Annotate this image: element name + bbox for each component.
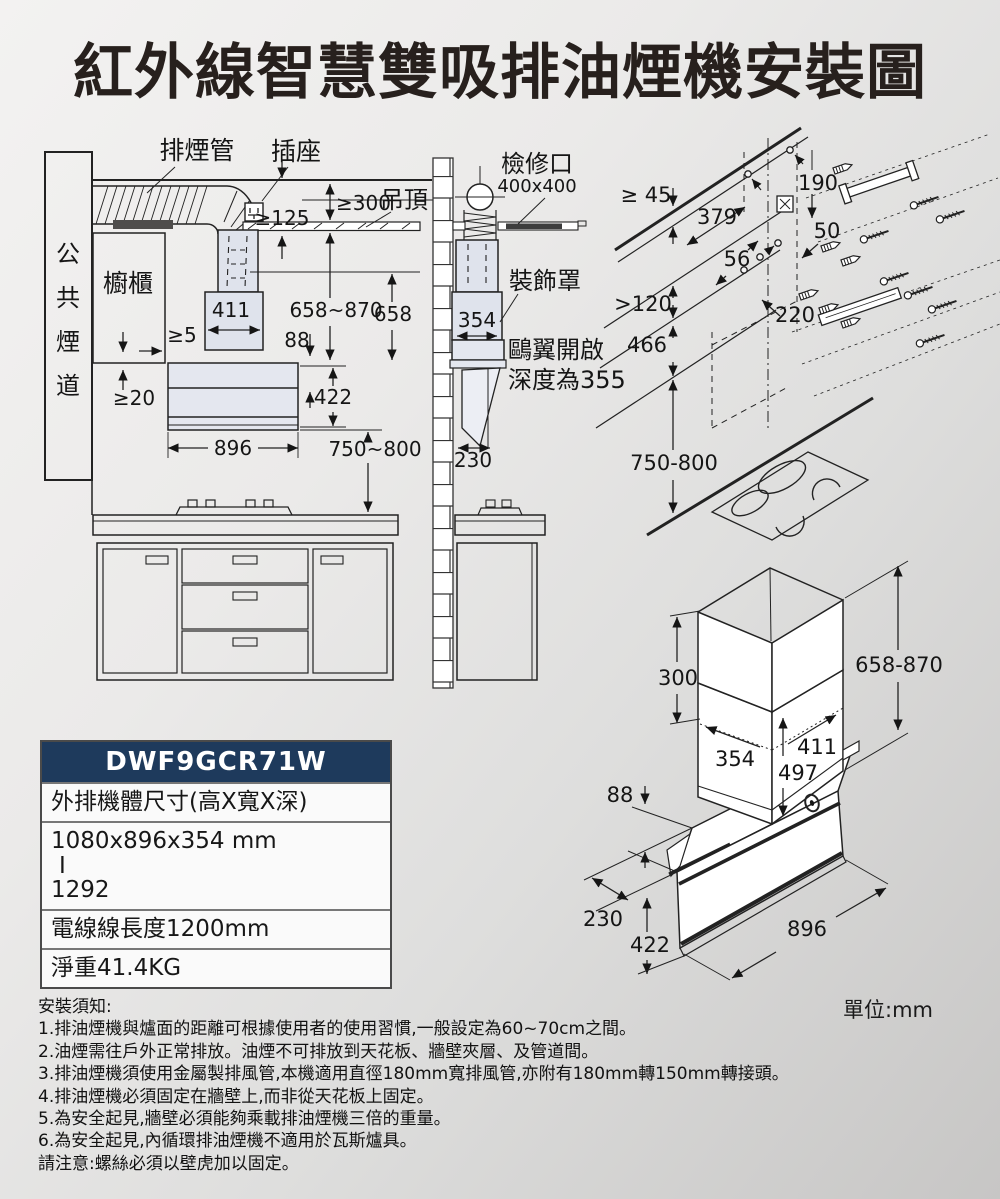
flue-label-1: 公	[56, 240, 80, 268]
unit-label: 單位:mm	[843, 998, 933, 1022]
dim-422-iso: 422	[630, 933, 670, 957]
note-item: 3.排油煙機須使用金屬製排風管,本機適用直徑180mm寬排風管,亦附有180mm…	[38, 1064, 789, 1085]
dim-411: 411	[212, 298, 250, 322]
notes-heading: 安裝須知:	[38, 997, 112, 1017]
flue-label-2: 共	[56, 284, 80, 312]
dim-896-iso: 896	[787, 917, 827, 941]
mounting-holes	[740, 146, 805, 274]
size-label-row: 外排機體尺寸(高X寬X深)	[42, 782, 390, 821]
dim-min120: >120	[614, 292, 672, 316]
decor-cover-label: 裝飾罩	[509, 267, 581, 295]
fan-symbol-icon	[455, 166, 505, 211]
dim-896: 896	[214, 436, 252, 460]
model-header: DWF9GCR71W	[42, 742, 390, 782]
dim-230-side: 230	[454, 448, 492, 472]
brick-wall	[432, 157, 454, 689]
iso-chimney	[697, 567, 860, 826]
socket-icon	[244, 202, 264, 222]
dim-50: 50	[814, 219, 841, 243]
cooktop	[646, 396, 874, 541]
gullwing-label-1: 鷗翼開啟	[508, 336, 604, 364]
flue-label-3: 煙	[56, 328, 80, 356]
dim-379: 379	[697, 205, 737, 229]
dim-56: 56	[724, 247, 751, 271]
dim-88: 88	[284, 328, 309, 352]
inspection-size-label: 400x400	[497, 176, 576, 197]
dim-658-870: 658~870	[289, 298, 382, 322]
cord-row: 電線線長度1200mm	[42, 909, 390, 948]
note-item: 5.為安全起見,牆壁必須能夠乘載排油煙機三倍的重量。	[38, 1109, 451, 1130]
size-value-row: 1080x896x354 mm I 1292	[42, 821, 390, 909]
mounting-exploded-view: ≥ 45 379 190 50 56 >120 466 220 750-800	[595, 126, 1000, 541]
note-item: 2.油煙需往戶外正常排放。油煙不可排放到天花板、牆壁夾層、及管道間。	[38, 1041, 599, 1062]
dim-230-iso: 230	[583, 907, 623, 931]
spec-table: DWF9GCR71W 外排機體尺寸(高X寬X深) 1080x896x354 mm…	[40, 740, 392, 989]
dim-88-iso: 88	[607, 783, 634, 807]
cabinet-label: 櫥櫃	[103, 269, 153, 298]
side-profile-view: 檢修口 400x400 裝飾罩 354 鷗翼開啟 深度為355 230	[449, 150, 626, 681]
dim-750-800: 750~800	[328, 437, 421, 461]
left-section-view: 排煙管 插座 吊頂 公 共 煙 道 櫥櫃 ≥300 ≥125 411 658~8…	[44, 136, 433, 681]
dim-min45: ≥ 45	[621, 183, 672, 207]
socket-label: 插座	[271, 137, 321, 166]
dim-min125: ≥125	[255, 206, 310, 230]
note-item: 4.排油煙機必須固定在牆壁上,而非從天花板上固定。	[38, 1086, 434, 1107]
dim-411-iso: 411	[797, 735, 837, 759]
dim-466: 466	[627, 333, 667, 357]
flue-label-4: 道	[56, 372, 80, 400]
dim-min300: ≥300	[336, 191, 391, 215]
inspection-port-label: 檢修口	[501, 150, 573, 178]
dim-300-iso: 300	[658, 666, 698, 690]
installation-diagram: 排煙管 插座 吊頂 公 共 煙 道 櫥櫃 ≥300 ≥125 411 658~8…	[44, 126, 1000, 981]
dim-min20: ≥20	[113, 386, 155, 410]
size-value-line1: 1080x896x354 mm	[51, 828, 277, 854]
mounting-bracket-bar	[837, 159, 920, 205]
dim-750-800-mount: 750-800	[630, 451, 718, 475]
size-value-line2: I	[59, 853, 66, 879]
dim-658-870-iso: 658-870	[855, 653, 943, 677]
isometric-view: 300 658-870 88 354 411 497 230 422 896	[583, 560, 943, 981]
note-item: 1.排油煙機與爐面的距離可根據使用者的使用習慣,一般設定為60~70cm之間。	[38, 1019, 637, 1040]
size-value-line3: 1292	[51, 877, 110, 903]
install-notes: 安裝須知: 1.排油煙機與爐面的距離可根據使用者的使用習慣,一般設定為60~70…	[38, 996, 958, 1175]
dim-220: 220	[775, 303, 815, 327]
page-title: 紅外線智慧雙吸排油煙機安裝圖	[73, 38, 927, 108]
ceiling-label: 吊頂	[380, 186, 428, 214]
note-item: 請注意:螺絲必須以壁虎加以固定。	[38, 1153, 299, 1174]
dim-422: 422	[314, 385, 352, 409]
dim-354-side: 354	[458, 308, 496, 332]
exhaust-pipe-label: 排煙管	[159, 136, 234, 165]
dim-190: 190	[798, 171, 838, 195]
mounting-rail	[817, 286, 903, 327]
mounting-hardware	[791, 133, 1000, 397]
note-item: 6.為安全起見,內循環排油煙機不適用於瓦斯爐具。	[38, 1131, 417, 1152]
weight-row: 淨重41.4KG	[42, 948, 390, 987]
dim-354-iso: 354	[715, 747, 755, 771]
dim-497-iso: 497	[778, 761, 818, 785]
dim-658: 658	[374, 302, 412, 326]
dim-min5: ≥5	[167, 323, 196, 347]
gullwing-label-2: 深度為355	[508, 366, 626, 394]
